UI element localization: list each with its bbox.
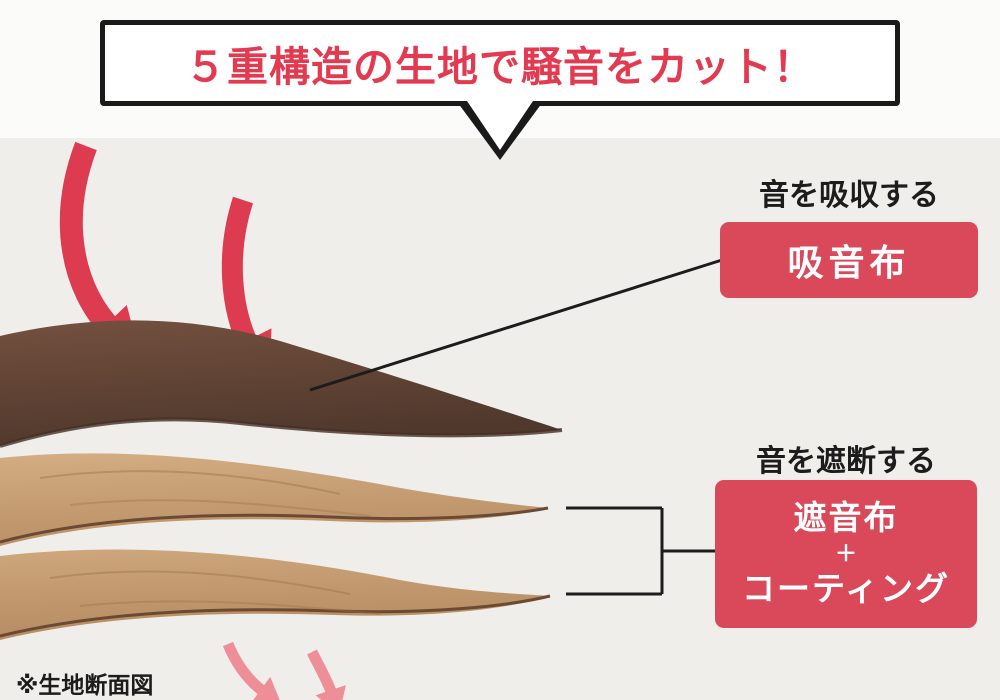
banner-tail [458,98,542,160]
block-label-box: 遮音布 ＋ コーティング [715,480,977,628]
absorb-label-text: 吸音布 [787,242,911,283]
block-label-line1: 遮音布 [793,499,899,537]
headline-text: ５重構造の生地で騒音をカット！ [185,44,815,90]
incoming-sound-arrow-right [221,196,272,386]
footnote-text: ※生地断面図 [16,672,154,698]
incoming-sound-arrow-left [59,141,141,361]
blocking-fabric-layer-2 [0,549,550,640]
headline-banner: ５重構造の生地で騒音をカット！ [100,20,900,106]
blocking-fabric-layer-1 [0,453,548,546]
attenuated-sound-arrow-right [307,649,346,700]
fabric-grain-line [49,570,351,595]
blocking-fabric-layer-1-edge [0,506,549,544]
blocking-fabric-layer-2-edge [0,594,551,638]
block-caption: 音を遮断する [756,445,936,478]
absorbing-fabric-layer-edge [0,417,563,448]
banner-tail-fill [465,98,535,150]
fabric-grain-line [39,470,341,495]
attenuated-sound-arrow-left [222,641,282,700]
connector-line-absorb [309,258,723,392]
absorb-caption: 音を吸収する [759,179,939,212]
absorb-label-box: 吸音布 [720,222,978,298]
absorbing-fabric-layer [0,320,562,446]
fabric-grain-line [79,600,381,615]
plus-sign: ＋ [834,540,857,566]
connector-bracket-block [566,506,717,596]
fabric-grain-line [69,499,371,517]
block-label-line3: コーティング [741,570,951,608]
